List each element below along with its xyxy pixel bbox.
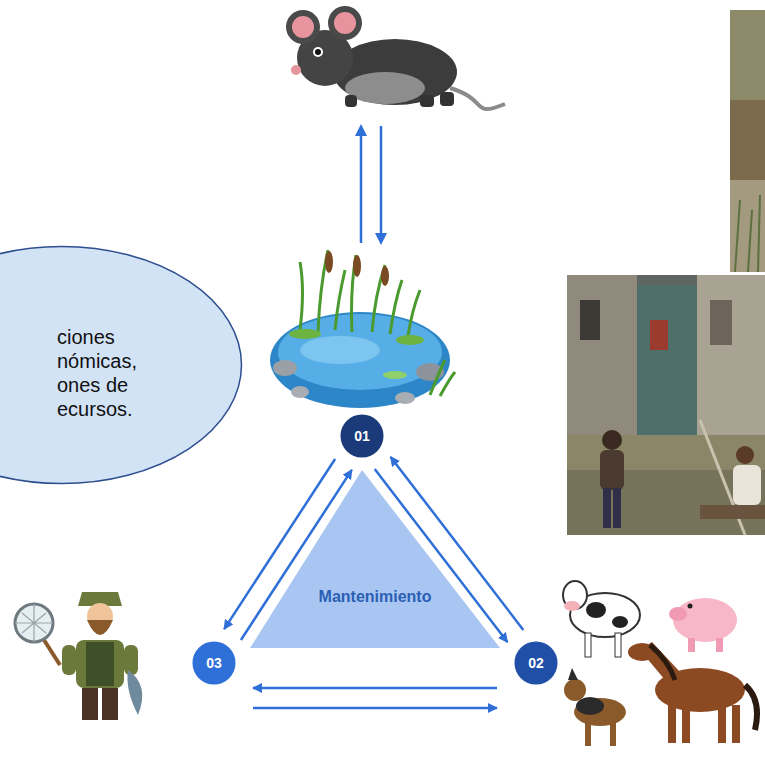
cycle-triangle-shape xyxy=(250,470,500,648)
flow-arrow xyxy=(253,707,497,710)
callout-text: ciones nómicas, ones de ecursos. xyxy=(57,325,169,421)
photo-top xyxy=(730,10,765,272)
step-number: 03 xyxy=(206,655,222,671)
step-number: 01 xyxy=(354,428,370,444)
flow-arrow xyxy=(253,687,497,690)
step-number: 02 xyxy=(528,655,544,671)
step-circle: 01 xyxy=(337,411,387,461)
rat-illustration xyxy=(286,6,505,109)
cycle-label: Mantenimiento xyxy=(319,588,432,606)
step-circle-shape xyxy=(513,640,559,686)
step-circle: 02 xyxy=(511,638,561,688)
pond-illustration xyxy=(270,250,455,408)
cycle-triangle-outline xyxy=(214,436,536,663)
cycle-triangle: Mantenimiento xyxy=(214,436,536,663)
callout-bubble-shape xyxy=(0,247,242,484)
step-circle-shape xyxy=(339,413,385,459)
fisherman-illustration xyxy=(15,592,142,720)
animals-illustration xyxy=(563,581,757,746)
callout-bubble: ciones nómicas, ones de ecursos. xyxy=(0,245,243,485)
photo-flood xyxy=(567,275,765,535)
rat-pond-arrows xyxy=(355,124,387,245)
step-circle-shape xyxy=(191,640,237,686)
step-circle: 03 xyxy=(189,638,239,688)
